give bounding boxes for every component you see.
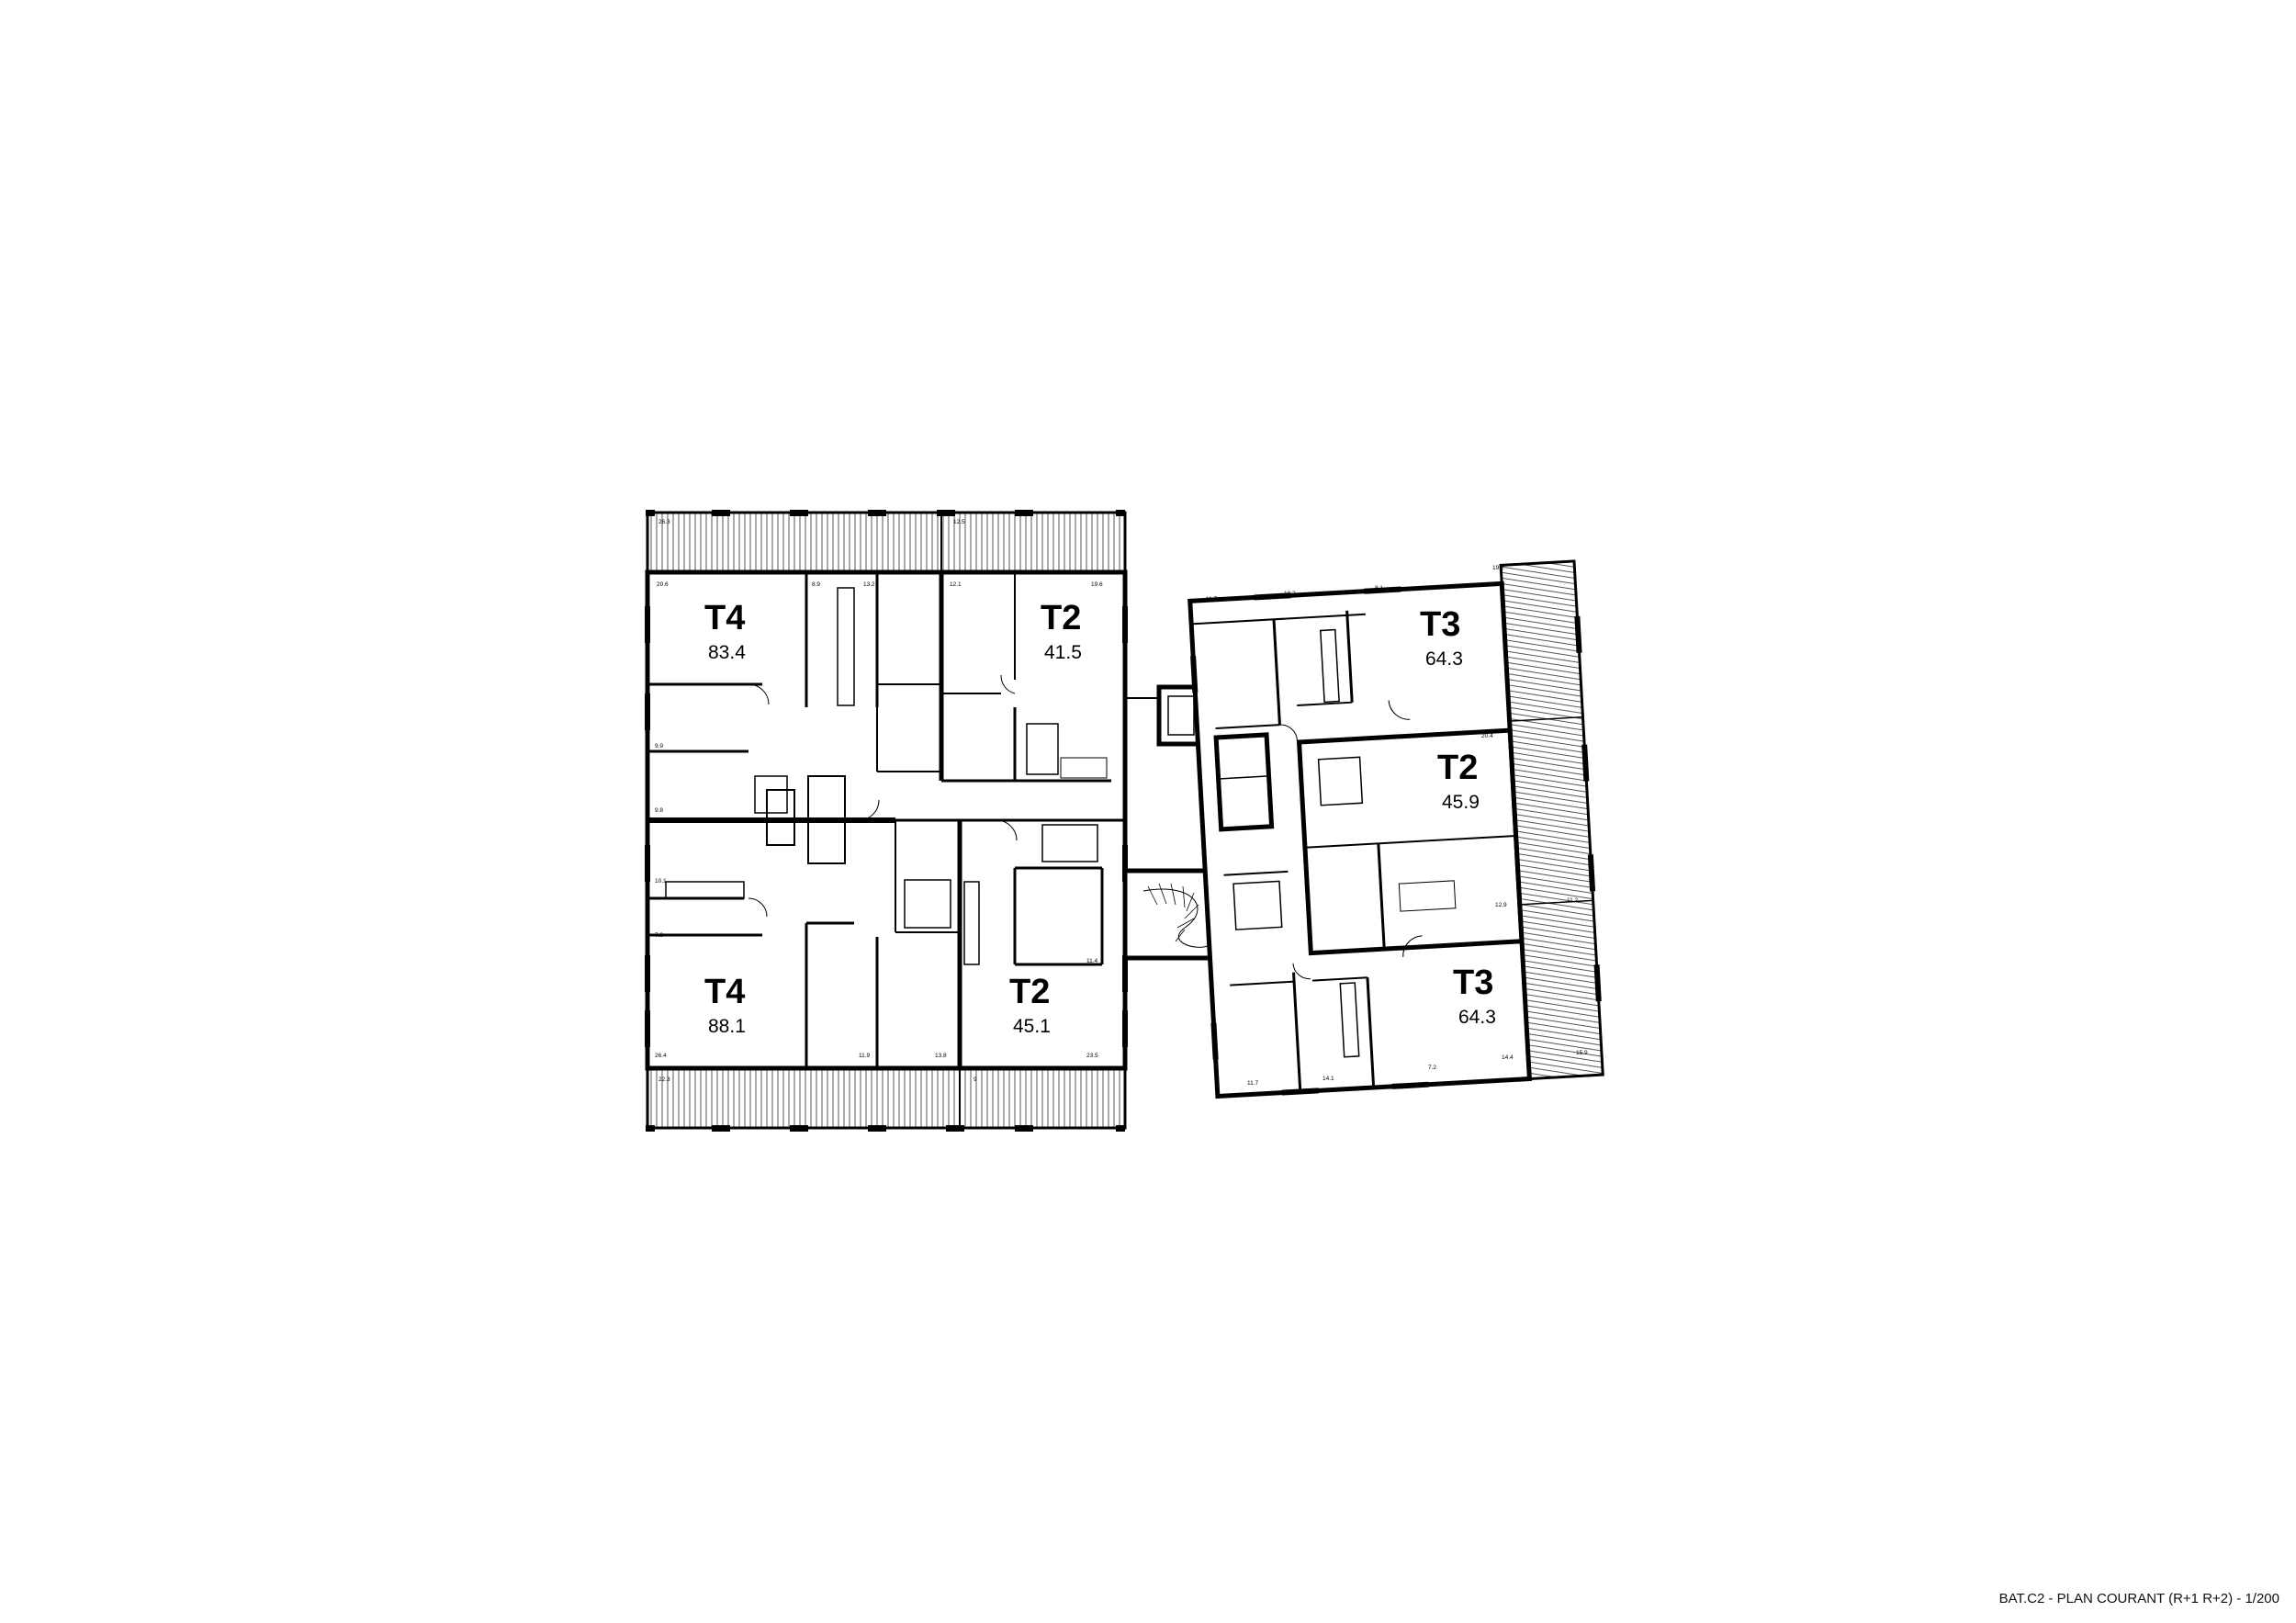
room-area-tag: 11.9 <box>859 1053 871 1059</box>
drawing-caption: BAT.C2 - PLAN COURANT (R+1 R+2) - 1/200 <box>1998 1591 2279 1606</box>
room-area-tag: 14.1 <box>1322 1076 1334 1082</box>
unit-type-label: T2 <box>1041 599 1081 637</box>
unit-area-label: 88.1 <box>708 1016 746 1037</box>
room-area-labels: 26.3 12.5 20.6 8.9 13.2 12.1 19.6 9.9 9.… <box>655 519 1588 1087</box>
room-area-tag: 15.9 <box>1576 1050 1588 1056</box>
unit-type-label: T4 <box>704 599 745 637</box>
room-area-tag: 9.8 <box>655 807 663 814</box>
room-area-tag: 11.7 <box>1206 596 1218 603</box>
room-area-tag: 26.3 <box>658 519 670 525</box>
room-area-tag: 13.8 <box>935 1053 947 1059</box>
room-area-tag: 12.1 <box>950 581 962 588</box>
room-area-tag: 7.3 <box>655 932 663 939</box>
unit-area-label: 83.4 <box>708 642 746 663</box>
unit-area-label: 64.3 <box>1425 648 1463 670</box>
room-area-tag: 9.9 <box>655 743 663 750</box>
room-area-tag: 11.4 <box>1086 958 1098 964</box>
unit-type-label: T2 <box>1437 749 1478 787</box>
unit-area-label: 45.9 <box>1442 792 1480 813</box>
top-balcony <box>646 511 1127 574</box>
room-area-tag: 19.6 <box>1091 581 1103 588</box>
room-area-tag: 7.2 <box>1428 1065 1436 1071</box>
unit-type-label: T4 <box>704 973 745 1011</box>
room-area-tag: 13.2 <box>863 581 875 588</box>
unit-labels: T4 83.4 T2 41.5 T4 88.1 T2 45.1 T3 64.3 … <box>704 599 1496 1037</box>
room-area-tag: 14.4 <box>1502 1054 1514 1061</box>
room-area-tag: 10.1 <box>655 878 667 885</box>
room-area-tag: 11.2 <box>1567 897 1579 904</box>
room-area-tag: 8.1 <box>1375 585 1383 592</box>
room-area-tag: 8.9 <box>812 581 820 588</box>
unit-type-label: T3 <box>1453 964 1493 1002</box>
unit-area-label: 64.3 <box>1458 1007 1496 1028</box>
unit-type-label: T3 <box>1420 605 1460 644</box>
room-area-tag: 12.5 <box>953 519 965 525</box>
bottom-balcony <box>646 1066 1127 1130</box>
room-area-tag: 20.4 <box>1481 733 1493 739</box>
room-area-tag: 20.6 <box>657 581 669 588</box>
room-area-tag: 12.9 <box>1495 902 1507 908</box>
unit-area-label: 45.1 <box>1013 1016 1051 1037</box>
room-area-tag: 23.5 <box>1086 1053 1098 1059</box>
unit-area-label: 41.5 <box>1044 642 1082 663</box>
right-block <box>1187 559 1604 1099</box>
room-area-tag: 10.2 <box>1284 591 1296 597</box>
room-area-tag: 9 <box>974 1076 977 1083</box>
left-block <box>645 510 1128 1132</box>
room-area-tag: 11.7 <box>1247 1080 1259 1087</box>
unit-type-label: T2 <box>1009 973 1050 1011</box>
room-area-tag: 26.4 <box>655 1053 667 1059</box>
room-area-tag: 19.2 <box>1492 565 1504 571</box>
room-area-tag: 22.3 <box>658 1076 670 1083</box>
